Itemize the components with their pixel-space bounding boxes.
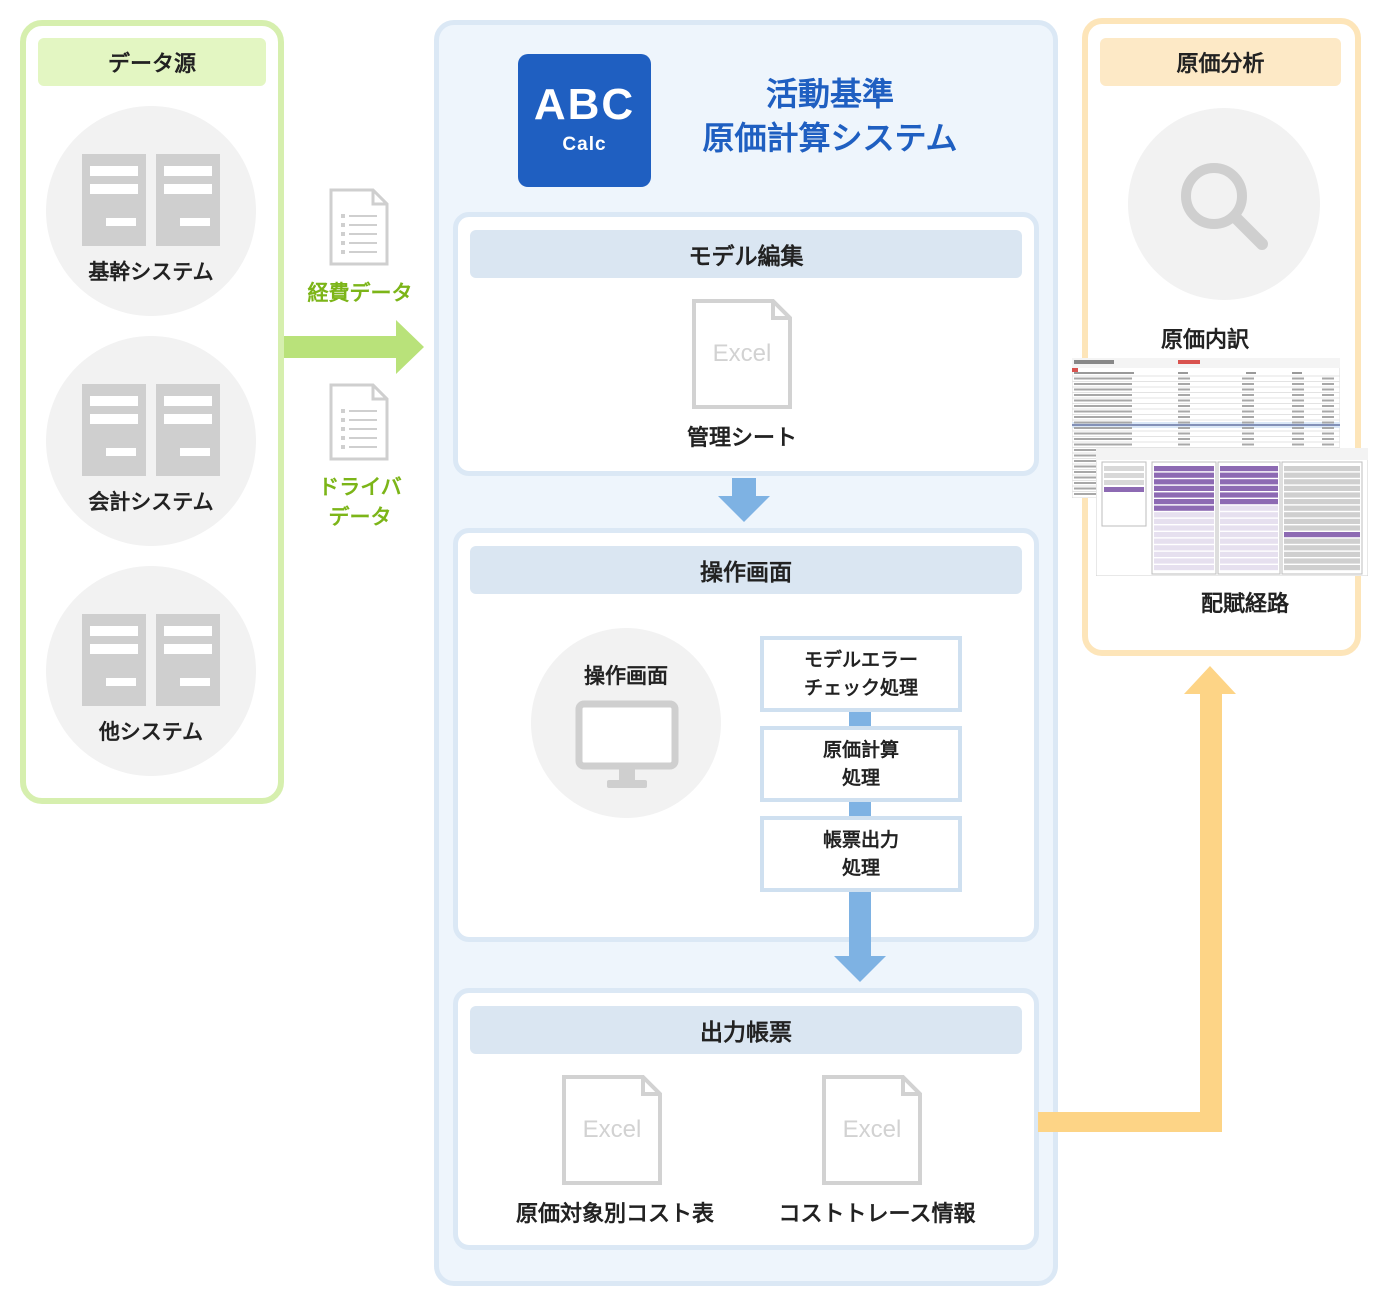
flow-arrow-down: [834, 936, 886, 982]
management-sheet-caption: 管理シート: [686, 426, 797, 451]
allocation-path-caption: 配賦経路: [1200, 592, 1289, 617]
cost-breakdown-caption: 原価内訳: [1160, 328, 1249, 353]
excel-file-icon: Excel: [561, 1074, 663, 1186]
excel-label: Excel: [842, 1116, 902, 1143]
flow-arrow-up: [1038, 666, 1236, 1132]
accounting-system-node: 会計システム: [46, 336, 256, 546]
flow-arrow-down: [718, 478, 770, 522]
abc-calc-logo: ABC Calc: [518, 54, 651, 187]
document-icon: [329, 383, 389, 461]
server-icon: [82, 614, 220, 706]
data-source-header: データ源: [38, 38, 266, 86]
server-icon: [82, 384, 220, 476]
driver-data-label: ドライバ データ: [290, 472, 430, 532]
monitor-icon: [575, 700, 679, 788]
core-system-node: 基幹システム: [46, 106, 256, 316]
document-icon: [329, 188, 389, 266]
excel-label: Excel: [712, 340, 772, 367]
step-line1: モデルエラー: [803, 649, 918, 671]
cost-trace-caption: コストトレース情報: [778, 1202, 976, 1227]
step-line1: 原価計算: [822, 739, 899, 761]
system-title-line1: 活動基準: [765, 75, 894, 113]
driver-data-line1: ドライバ: [318, 475, 402, 499]
step-line2: 処理: [841, 767, 880, 789]
allocation-path-spreadsheet: [1096, 448, 1368, 576]
excel-file-icon: Excel: [821, 1074, 923, 1186]
system-title-line2: 原価計算システム: [702, 119, 958, 157]
reports-header: 出力帳票: [470, 1006, 1022, 1054]
step-line2: 処理: [841, 857, 880, 879]
core-system-label: 基幹システム: [88, 260, 214, 284]
step-line1: 帳票出力: [822, 829, 899, 851]
logo-sub-text: Calc: [562, 134, 607, 155]
analysis-circle: [1128, 108, 1320, 300]
system-title: 活動基準 原価計算システム: [670, 72, 990, 160]
expense-data-label: 経費データ: [307, 281, 413, 305]
excel-label: Excel: [582, 1116, 642, 1143]
cost-analysis-header: 原価分析: [1100, 38, 1341, 86]
logo-main-text: ABC: [533, 80, 636, 129]
model-edit-header: モデル編集: [470, 230, 1022, 278]
operation-screen-caption: 操作画面: [584, 664, 668, 688]
cost-calculation-step: 原価計算処理: [760, 726, 962, 802]
cost-by-object-caption: 原価対象別コスト表: [515, 1202, 714, 1227]
magnifier-icon: [1181, 163, 1268, 250]
report-output-step: 帳票出力処理: [760, 816, 962, 892]
operation-header: 操作画面: [470, 546, 1022, 594]
accounting-system-label: 会計システム: [88, 490, 214, 514]
excel-file-icon: Excel: [691, 298, 793, 410]
model-error-check-step: モデルエラーチェック処理: [760, 636, 962, 712]
other-system-label: 他システム: [98, 720, 204, 744]
driver-data-line2: データ: [328, 505, 392, 529]
flow-arrow-right: [284, 320, 424, 374]
operation-screen-node: 操作画面: [531, 628, 721, 818]
step-line2: チェック処理: [803, 677, 918, 699]
other-system-node: 他システム: [46, 566, 256, 776]
server-icon: [82, 154, 220, 246]
